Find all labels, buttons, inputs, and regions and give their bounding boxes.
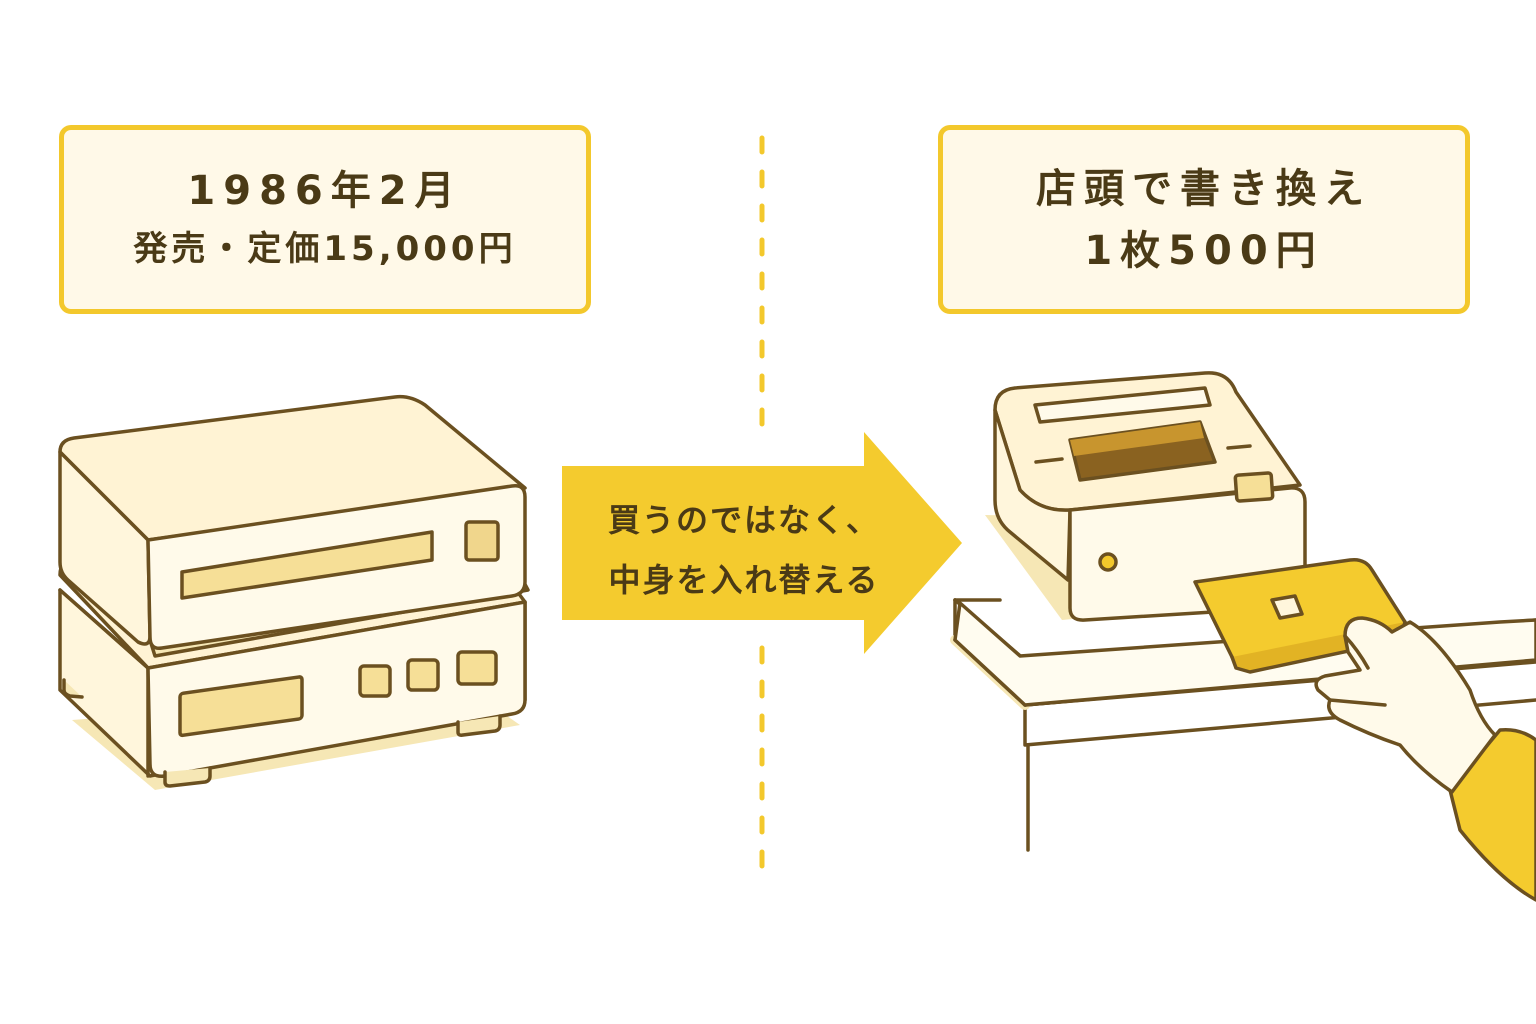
arrow-caption: 買うのではなく、 中身を入れ替える bbox=[560, 490, 928, 610]
rewrite-info-box: 店頭で書き換え 1枚500円 bbox=[938, 125, 1470, 314]
arrow-caption-line2: 中身を入れ替える bbox=[608, 561, 880, 599]
arrow-caption-line1: 買うのではなく、 bbox=[607, 501, 880, 539]
transition-arrow bbox=[562, 432, 962, 654]
release-price-text: 発売・定価15,000円 bbox=[133, 228, 517, 269]
rewrite-price-text: 1枚500円 bbox=[1084, 227, 1324, 274]
hand-holding-card-icon bbox=[1193, 557, 1536, 902]
rewrite-title-text: 店頭で書き換え bbox=[1036, 165, 1372, 212]
release-info-box: 1986年2月 発売・定価15,000円 bbox=[59, 125, 591, 314]
release-date-text: 1986年2月 bbox=[187, 167, 463, 214]
stacked-console-icon bbox=[58, 394, 530, 790]
